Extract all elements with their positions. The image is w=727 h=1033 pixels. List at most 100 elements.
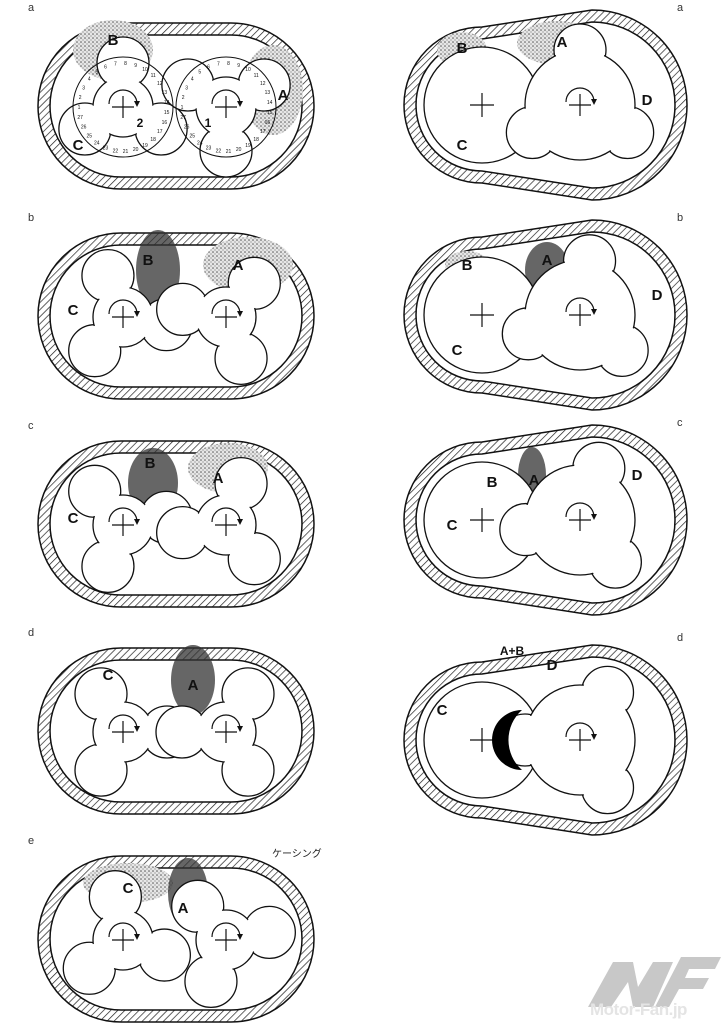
dial-number: 26 xyxy=(81,125,87,131)
rotor-center-cross-icon xyxy=(215,96,237,118)
dial-number: 24 xyxy=(197,140,203,146)
rotor xyxy=(498,665,636,815)
region-label-D: D xyxy=(632,467,643,484)
region-label-C: C xyxy=(123,880,134,897)
dial-number: 23 xyxy=(103,145,109,151)
rotor-center-cross-icon xyxy=(215,721,237,743)
rotor-lobe-fill xyxy=(244,907,295,958)
rotation-arrow-icon xyxy=(211,299,241,315)
rotor-lobe-fill xyxy=(157,507,208,558)
dial-number: 8 xyxy=(124,61,127,67)
rotor-lobe-fill xyxy=(216,333,266,384)
dial-circle xyxy=(175,56,277,158)
arrowhead-icon xyxy=(591,309,597,315)
region-label-D: D xyxy=(642,92,653,109)
region-label-B: B xyxy=(108,32,119,49)
dial-number: 5 xyxy=(95,70,98,76)
rotor-center-cross-icon xyxy=(470,93,494,117)
region-label-B: B xyxy=(145,455,156,472)
dial-number: 14 xyxy=(164,100,170,106)
dial-number: 6 xyxy=(207,65,210,71)
panel-label: e xyxy=(28,835,35,847)
region-label-D: D xyxy=(547,657,558,674)
rotation-arrow-icon xyxy=(211,507,241,523)
rotation-arrow-icon xyxy=(211,714,241,730)
region-label-A: A xyxy=(557,34,568,51)
region-label-B: B xyxy=(462,257,473,274)
rotor-lobe-fill xyxy=(201,126,251,176)
rotor-lobe-fill xyxy=(83,541,133,592)
dial-number: 21 xyxy=(123,149,129,155)
arrowhead-icon xyxy=(237,311,243,317)
rotation-arrow-icon xyxy=(565,297,595,313)
rotor-center-cross-icon xyxy=(112,929,134,951)
rotor xyxy=(156,256,281,385)
rotation-arrow-icon xyxy=(108,507,138,523)
region-label-D: D xyxy=(652,287,663,304)
panel-label: b xyxy=(28,212,35,224)
dial-number: 7 xyxy=(114,62,117,68)
rotation-arrow-icon xyxy=(211,89,241,105)
arrowhead-icon xyxy=(134,311,140,317)
arrowhead-icon xyxy=(591,99,597,105)
rotor xyxy=(74,667,194,797)
rotor-center-cross-icon xyxy=(215,306,237,328)
dial-number: 22 xyxy=(113,148,119,154)
dial-number: 2 xyxy=(182,95,185,101)
rotor xyxy=(62,870,191,995)
panel-label: b xyxy=(677,212,684,224)
dial-number: 18 xyxy=(150,137,156,143)
rotor-center-cross-icon xyxy=(569,94,591,116)
rotation-arrow-icon xyxy=(108,89,138,105)
rotor-lobe-fill xyxy=(157,707,207,757)
rotor-number: 2 xyxy=(137,116,144,130)
rotor xyxy=(505,23,655,161)
rotor-center-cross-icon xyxy=(215,929,237,951)
dial-number: 10 xyxy=(245,67,251,73)
rotor-center-cross-icon xyxy=(569,304,591,326)
arrowhead-icon xyxy=(591,514,597,520)
rotor xyxy=(156,457,281,586)
dial-number: 19 xyxy=(142,143,148,149)
rotor-center-cross-icon xyxy=(470,728,494,752)
rotation-arrow-icon xyxy=(565,722,595,738)
rotor-lobe-fill xyxy=(216,458,266,509)
rotation-arrow-icon xyxy=(565,87,595,103)
dial-number: 17 xyxy=(157,129,163,135)
arrowhead-icon xyxy=(237,726,243,732)
rotor-center-cross-icon xyxy=(112,514,134,536)
rotor-center-cross-icon xyxy=(470,303,494,327)
dial-number: 1 xyxy=(78,105,81,111)
panel-label: c xyxy=(677,417,683,429)
dial-number: 16 xyxy=(265,120,271,126)
dial-number: 24 xyxy=(94,140,100,146)
dial-number: 1 xyxy=(181,105,184,111)
panel-label: c xyxy=(28,420,34,432)
dial-number: 9 xyxy=(237,63,240,69)
arrowhead-icon xyxy=(591,734,597,740)
dial-number: 12 xyxy=(157,81,163,87)
rotation-arrow-icon xyxy=(108,922,138,938)
panel-label: d xyxy=(677,632,684,644)
region-label-C: C xyxy=(457,137,468,154)
rotor xyxy=(58,36,188,156)
casing-diagram: A+BCD xyxy=(403,644,688,836)
rotation-arrow-icon xyxy=(211,922,241,938)
arrowhead-icon xyxy=(237,101,243,107)
dial-number: 12 xyxy=(260,81,266,87)
rotor xyxy=(501,234,649,378)
rotor-center-cross-icon xyxy=(112,96,134,118)
dial-number: 4 xyxy=(88,77,91,83)
dial-number: 27 xyxy=(180,115,186,121)
arrowhead-icon xyxy=(237,934,243,940)
arrowhead-icon xyxy=(134,726,140,732)
rotor xyxy=(171,879,296,1008)
dial-number: 15 xyxy=(267,110,273,116)
